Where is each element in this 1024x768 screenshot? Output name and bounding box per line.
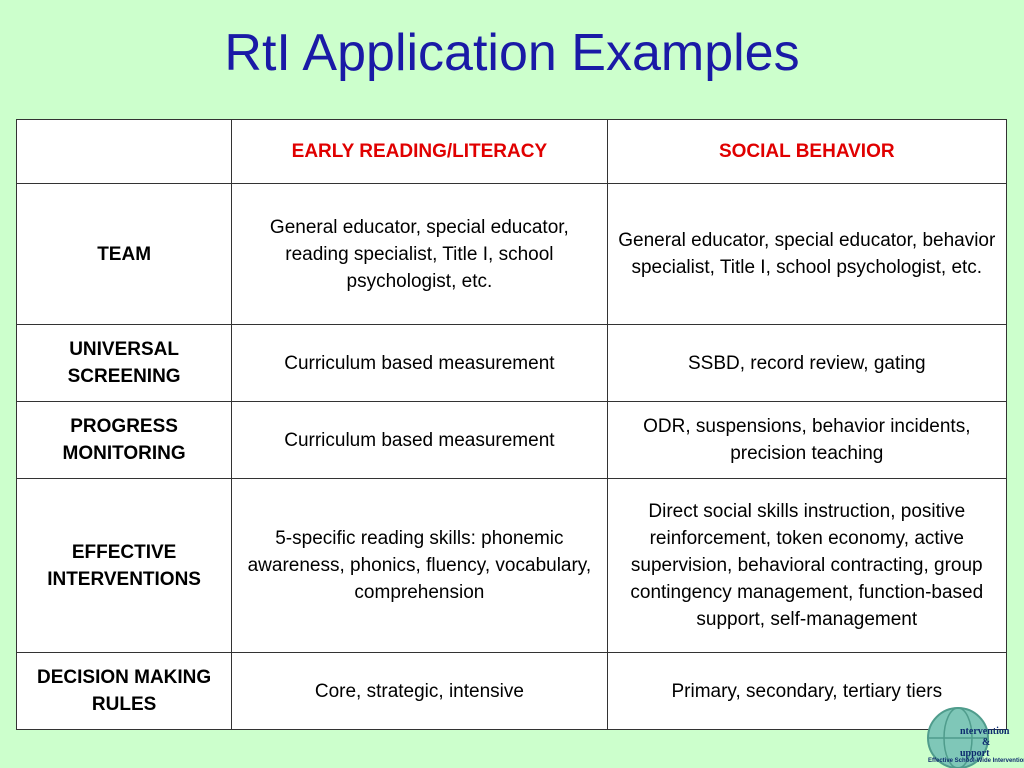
rti-table: EARLY READING/LITERACY SOCIAL BEHAVIOR T… <box>15 119 1008 730</box>
table-cell: ODR, suspensions, behavior incidents, pr… <box>606 401 1008 479</box>
table-header-row: EARLY READING/LITERACY SOCIAL BEHAVIOR <box>15 119 1008 184</box>
header-cell-social-behavior: SOCIAL BEHAVIOR <box>606 119 1008 184</box>
globe-icon <box>927 707 989 768</box>
slide-title: RtI Application Examples <box>224 24 800 82</box>
table-cell: General educator, special educator, beha… <box>606 183 1008 325</box>
row-label: EFFECTIVE INTERVENTIONS <box>15 478 233 653</box>
table-cell: SSBD, record review, gating <box>606 324 1008 402</box>
row-label: DECISION MAKING RULES <box>15 652 233 730</box>
table-row: EFFECTIVE INTERVENTIONS 5-specific readi… <box>15 478 1008 653</box>
row-label: UNIVERSAL SCREENING <box>15 324 233 402</box>
intervention-support-logo: ntervention & upport Effective School-Wi… <box>924 690 1024 768</box>
logo-tagline: Effective School-Wide Interventions <box>928 758 1024 764</box>
table-cell: 5-specific reading skills: phonemic awar… <box>231 478 608 653</box>
table-cell: Core, strategic, intensive <box>231 652 608 730</box>
header-cell-blank <box>15 119 233 184</box>
table-row: UNIVERSAL SCREENING Curriculum based mea… <box>15 324 1008 402</box>
table-row: DECISION MAKING RULES Core, strategic, i… <box>15 652 1008 730</box>
logo-line-ampersand: & <box>982 737 991 748</box>
row-label: PROGRESS MONITORING <box>15 401 233 479</box>
logo-line-support: upport <box>960 748 990 759</box>
table-cell: General educator, special educator, read… <box>231 183 608 325</box>
table-cell: Curriculum based measurement <box>231 401 608 479</box>
table-cell: Curriculum based measurement <box>231 324 608 402</box>
table-row: TEAM General educator, special educator,… <box>15 183 1008 325</box>
table-cell: Direct social skills instruction, positi… <box>606 478 1008 653</box>
table-row: PROGRESS MONITORING Curriculum based mea… <box>15 401 1008 479</box>
logo-line-intervention: ntervention <box>960 726 1010 737</box>
logo-wordmark: ntervention & upport <box>960 726 1009 759</box>
header-cell-early-reading: EARLY READING/LITERACY <box>231 119 608 184</box>
row-label: TEAM <box>15 183 233 325</box>
